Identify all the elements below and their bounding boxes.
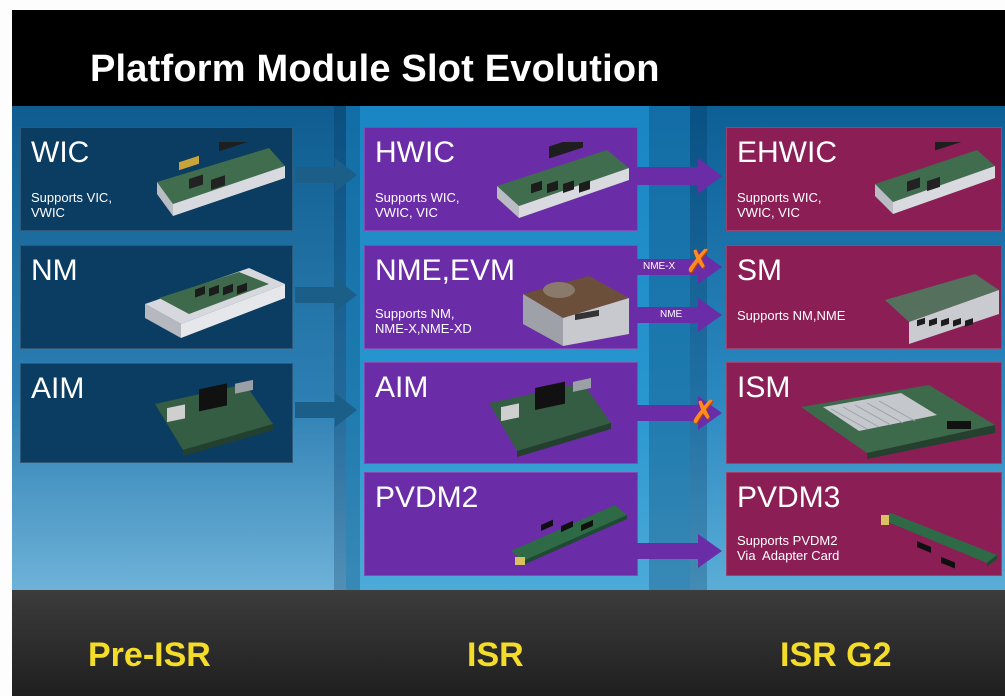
ehwic-card-icon	[875, 142, 995, 214]
box-nm: NM	[20, 245, 293, 349]
arrow-aim-ism-icon	[636, 396, 722, 430]
column-label-isr: ISR	[467, 636, 524, 674]
wic-card-icon	[157, 142, 285, 216]
box-pvdm2: PVDM2	[364, 472, 638, 576]
box-aim-pre-name: AIM	[31, 372, 85, 405]
box-sm-name: SM	[737, 254, 782, 287]
pvdm3-card-icon	[881, 513, 997, 569]
box-nm-name: NM	[31, 254, 78, 287]
x-mark-icon: ✗	[690, 393, 717, 431]
footer-bar	[12, 590, 1005, 696]
nm-card-icon	[145, 268, 285, 338]
slide-title: Platform Module Slot Evolution	[90, 48, 660, 90]
box-pvdm3: PVDM3 Supports PVDM2 Via Adapter Card	[726, 472, 1002, 576]
nme-card-icon	[523, 276, 629, 346]
box-ehwic-name: EHWIC	[737, 136, 837, 169]
box-nme-evm: NME,EVM Supports NM, NME-X,NME-XD	[364, 245, 638, 349]
box-ism: ISM	[726, 362, 1002, 464]
box-hwic: HWIC Supports WIC, VWIC, VIC	[364, 127, 638, 231]
box-aim-isr: AIM	[364, 362, 638, 464]
arrow-wic-hwic-icon	[295, 158, 357, 192]
arrow-label-nme: NME	[660, 309, 683, 320]
aim-card-icon	[155, 379, 273, 456]
box-ism-name: ISM	[737, 371, 791, 404]
box-wic: WIC Supports VIC, VWIC	[20, 127, 293, 231]
box-pvdm2-name: PVDM2	[375, 481, 479, 514]
box-ehwic: EHWIC Supports WIC, VWIC, VIC	[726, 127, 1002, 231]
box-sm: SM Supports NM,NME	[726, 245, 1002, 349]
aim-isr-card-icon	[489, 378, 611, 457]
arrow-nm-nme-icon	[295, 278, 357, 312]
arrow-nmex-sm-icon	[636, 250, 722, 284]
box-wic-desc: Supports VIC, VWIC	[31, 190, 112, 220]
box-nme-evm-desc: Supports NM, NME-X,NME-XD	[375, 306, 472, 336]
sm-card-icon	[885, 274, 999, 344]
ism-card-icon	[801, 385, 995, 459]
column-label-pre-isr: Pre-ISR	[88, 636, 211, 674]
box-pvdm3-desc: Supports PVDM2 Via Adapter Card	[737, 533, 840, 563]
pillar-right	[649, 106, 707, 590]
box-aim-isr-name: AIM	[375, 371, 429, 404]
box-aim-pre: AIM	[20, 363, 293, 463]
pvdm2-card-icon	[511, 505, 627, 565]
column-label-isr-g2: ISR G2	[780, 636, 892, 674]
box-wic-name: WIC	[31, 136, 90, 169]
x-mark-icon: ✗	[685, 242, 712, 280]
hwic-card-icon	[497, 142, 629, 218]
box-nme-evm-name: NME,EVM	[375, 254, 516, 287]
arrow-hwic-ehwic-icon	[636, 158, 722, 194]
arrow-label-nme-x: NME-X	[643, 261, 676, 272]
title-bar	[12, 10, 1005, 106]
arrow-aim-aim-icon	[295, 393, 357, 427]
box-pvdm3-name: PVDM3	[737, 481, 841, 514]
arrow-pvdm2-pvdm3-icon	[636, 534, 722, 568]
box-sm-desc: Supports NM,NME	[737, 308, 846, 323]
box-hwic-desc: Supports WIC, VWIC, VIC	[375, 190, 460, 220]
arrow-nme-sm-icon	[636, 298, 722, 332]
box-ehwic-desc: Supports WIC, VWIC, VIC	[737, 190, 822, 220]
box-hwic-name: HWIC	[375, 136, 455, 169]
